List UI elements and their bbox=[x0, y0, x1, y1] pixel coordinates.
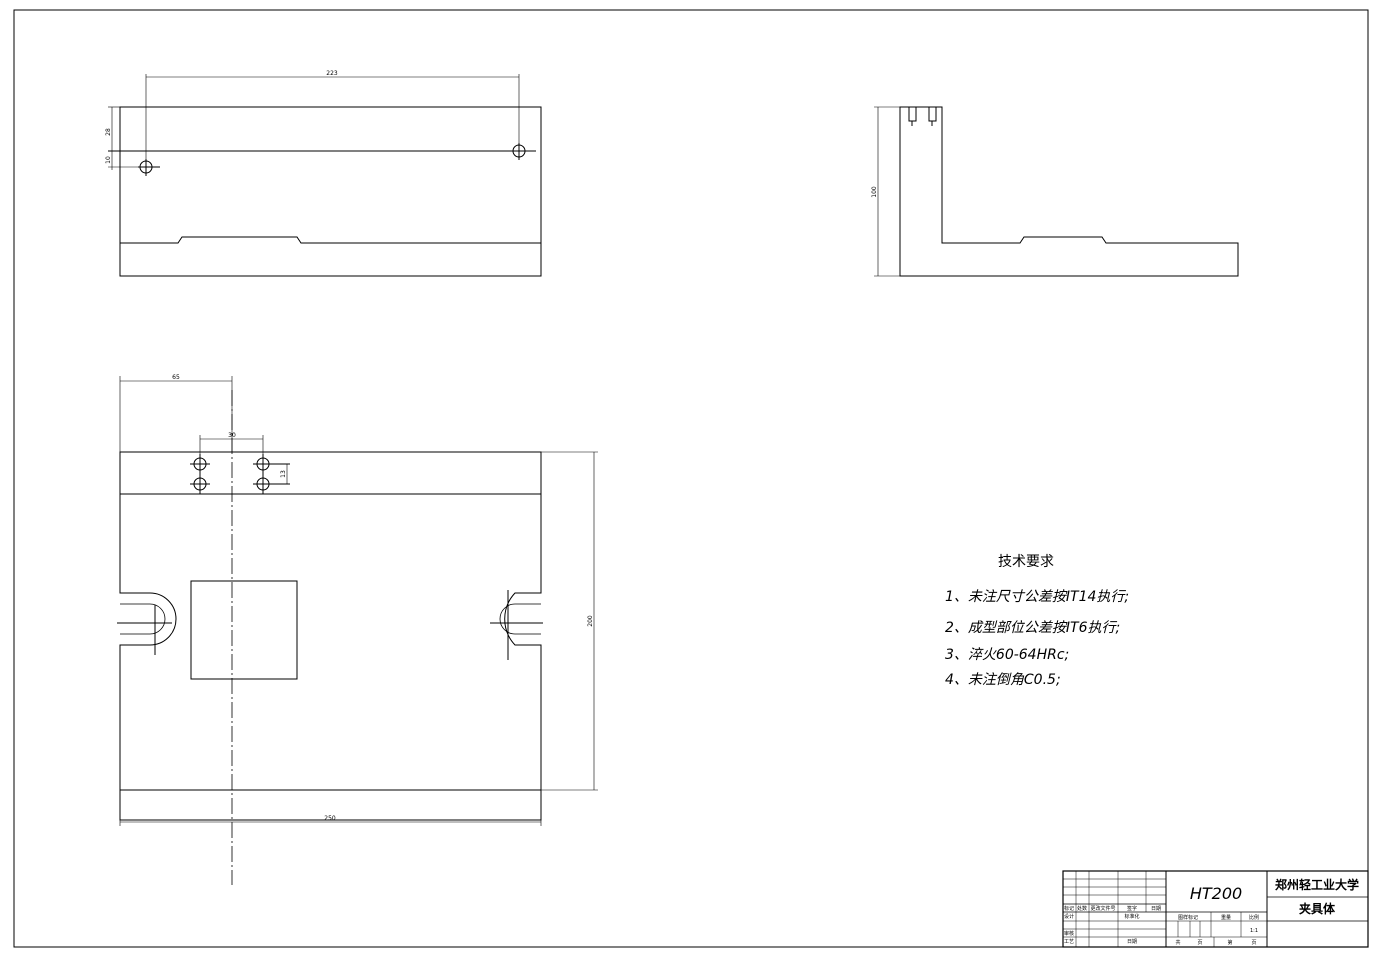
material-label: HT200 bbox=[1190, 884, 1242, 903]
tech-req-item-3: 3、淬火60-64HRc; bbox=[945, 647, 1069, 663]
tb-label-sign: 签字 bbox=[1127, 905, 1137, 912]
dim-250: 250 bbox=[324, 815, 336, 822]
tb-label-mark: 标记 bbox=[1064, 905, 1074, 912]
tb-label-date2: 日期 bbox=[1127, 939, 1137, 945]
dim-30: 30 bbox=[228, 432, 236, 439]
tb-label-sheet: 页 bbox=[1197, 940, 1202, 946]
tb-label-process: 工艺 bbox=[1064, 939, 1074, 945]
dim-200: 200 bbox=[587, 615, 594, 627]
front-view bbox=[108, 74, 542, 277]
tb-label-total: 共 bbox=[1175, 939, 1180, 946]
tb-label-design: 设计 bbox=[1064, 913, 1074, 920]
plan-view bbox=[117, 376, 598, 885]
title-block bbox=[1062, 870, 1369, 948]
tb-label-number: 第 bbox=[1227, 939, 1232, 946]
tb-label-docno: 更改文件号 bbox=[1090, 905, 1115, 912]
dim-65: 65 bbox=[172, 374, 180, 381]
dim-13: 13 bbox=[280, 470, 287, 478]
tb-label-count: 处数 bbox=[1077, 905, 1087, 912]
scale-value: 1:1 bbox=[1250, 928, 1258, 934]
dim-223: 223 bbox=[326, 70, 338, 77]
tech-req-item-2: 2、成型部位公差按IT6执行; bbox=[945, 620, 1120, 636]
tech-req-item-1: 1、未注尺寸公差按IT14执行; bbox=[945, 589, 1129, 605]
tb-label-sheet2: 页 bbox=[1251, 940, 1256, 946]
tech-req-title: 技术要求 bbox=[998, 554, 1054, 570]
dim-28: 28 bbox=[105, 128, 112, 136]
tb-label-ratio: 比例 bbox=[1249, 914, 1259, 921]
dim-100: 100 bbox=[871, 186, 878, 198]
tech-req-item-4: 4、未注倒角C0.5; bbox=[945, 672, 1061, 688]
drawing-frame bbox=[13, 9, 1369, 948]
side-view bbox=[874, 106, 1239, 277]
dim-10: 10 bbox=[105, 156, 112, 164]
part-name: 夹具体 bbox=[1299, 901, 1336, 916]
tb-label-stage: 图样标记 bbox=[1178, 914, 1198, 921]
tb-label-standardize: 标准化 bbox=[1124, 913, 1139, 920]
tb-label-date: 日期 bbox=[1151, 906, 1161, 912]
tb-label-weight: 重量 bbox=[1221, 914, 1231, 921]
tb-label-review: 审核 bbox=[1064, 930, 1074, 937]
school-name: 郑州轻工业大学 bbox=[1275, 877, 1359, 892]
